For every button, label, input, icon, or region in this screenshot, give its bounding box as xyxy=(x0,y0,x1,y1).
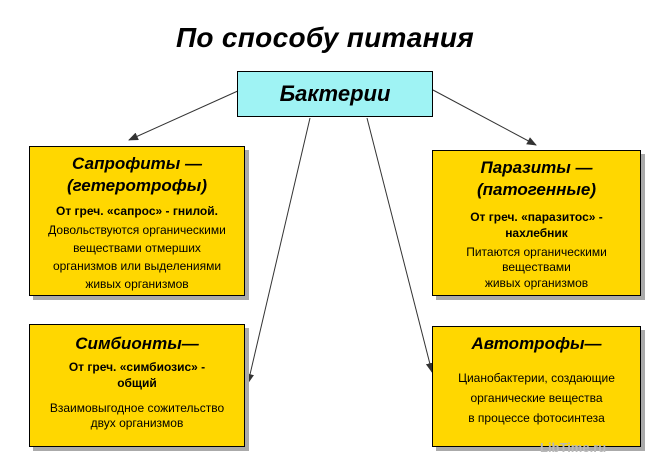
card-description: в процессе фотосинтеза xyxy=(468,411,605,425)
diagram-title: По способу питания xyxy=(175,22,475,53)
card-description: Питаются органическими xyxy=(466,245,607,259)
parasites-card: Паразиты — (патогенные) От греч. «парази… xyxy=(432,150,641,296)
card-description: органические вещества xyxy=(470,391,603,405)
card-heading: Сапрофиты — xyxy=(71,154,203,173)
card-description: Взаимовыгодное сожительство xyxy=(49,401,225,415)
card-heading: Симбионты— xyxy=(75,334,199,353)
card-description: живых организмов xyxy=(484,276,589,290)
symbionts-card: Симбионты— От греч. «симбиозис» - общий … xyxy=(29,324,245,447)
card-description: веществами xyxy=(502,260,571,274)
card-etymology: нахлебник xyxy=(505,226,568,240)
saprophytes-card: Сапрофиты — (гетеротрофы) От греч. «сапр… xyxy=(29,146,245,296)
card-heading: Паразиты — xyxy=(480,158,593,177)
autotrophs-card: Автотрофы— Цианобактерии, создающие орга… xyxy=(432,326,641,447)
arrow-to-saprophytes xyxy=(128,89,241,141)
card-etymology: От греч. «симбиозис» - xyxy=(68,360,206,374)
card-etymology: общий xyxy=(117,376,157,390)
arrow-to-autotrophs xyxy=(366,117,434,373)
card-heading: Автотрофы— xyxy=(471,334,602,353)
watermark: LibTime.ru xyxy=(540,440,607,455)
arrow-to-symbionts xyxy=(246,117,311,384)
card-etymology: От греч. «сапрос» - гнилой. xyxy=(56,204,218,218)
card-description: двух организмов xyxy=(90,416,184,430)
bacteria-node: Бактерии xyxy=(237,71,433,117)
card-description: Цианобактерии, создающие xyxy=(458,371,615,385)
card-heading: (патогенные) xyxy=(476,180,597,199)
card-heading: (гетеротрофы) xyxy=(67,176,207,195)
card-etymology: От греч. «паразитос» - xyxy=(470,210,603,224)
card-description: Довольствуются органическими xyxy=(48,223,226,237)
card-description: живых организмов xyxy=(85,277,189,291)
card-description: организмов или выделениями xyxy=(52,259,222,273)
card-description: веществами отмерших xyxy=(73,241,201,255)
arrow-to-parasites xyxy=(432,89,537,146)
